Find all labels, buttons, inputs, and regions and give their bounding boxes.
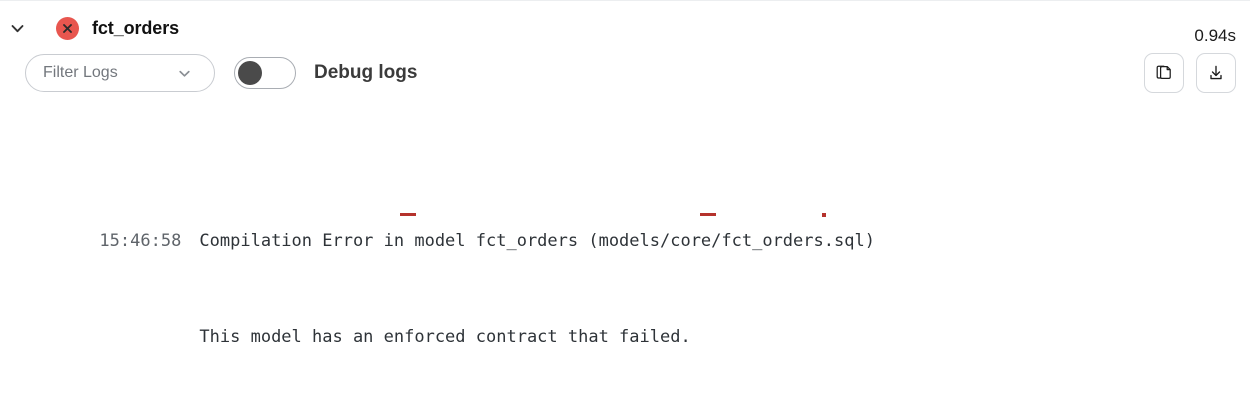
copy-logs-button[interactable] xyxy=(1144,53,1184,93)
toggle-knob xyxy=(238,61,262,85)
download-logs-button[interactable] xyxy=(1196,53,1236,93)
expand-collapse-chevron-down-icon[interactable] xyxy=(3,14,31,42)
download-arrow-icon xyxy=(1210,65,1222,80)
debug-logs-toggle[interactable] xyxy=(234,57,296,89)
log-text-block: 15:46:58 Compilation Error in model fct_o… xyxy=(0,129,1250,404)
toolbar-actions xyxy=(1144,53,1236,93)
elapsed-time: 0.94s xyxy=(1194,26,1236,45)
log-message: This model has an enforced contract that… xyxy=(199,327,691,347)
log-line: Please ensure the name, data_type, and n… xyxy=(0,385,1250,404)
log-line: 15:46:58 Compilation Error in model fct_o… xyxy=(0,193,1250,251)
clipped-text-fragment xyxy=(822,213,826,217)
chevron-down-icon xyxy=(177,66,192,81)
top-divider xyxy=(0,0,1250,1)
clipped-text-fragment xyxy=(400,213,416,216)
filter-logs-label: Filter Logs xyxy=(43,64,118,81)
log-line: This model has an enforced contract that… xyxy=(0,289,1250,347)
debug-logs-label: Debug logs xyxy=(314,62,418,83)
log-output-viewport[interactable]: 15:46:58 Compilation Error in model fct_o… xyxy=(0,101,1250,404)
clipped-text-fragment xyxy=(700,213,716,216)
log-message: Compilation Error in model fct_orders (m… xyxy=(199,231,875,251)
log-toolbar: Filter Logs Debug logs xyxy=(0,53,1250,93)
log-timestamp: 15:46:58 xyxy=(99,231,182,251)
log-header: fct_orders 0.94s xyxy=(0,11,1250,45)
error-circle-x-icon xyxy=(56,16,79,40)
copy-documents-icon xyxy=(1156,65,1171,80)
model-name-title: fct_orders xyxy=(92,17,180,38)
filter-logs-select[interactable]: Filter Logs xyxy=(25,54,215,92)
